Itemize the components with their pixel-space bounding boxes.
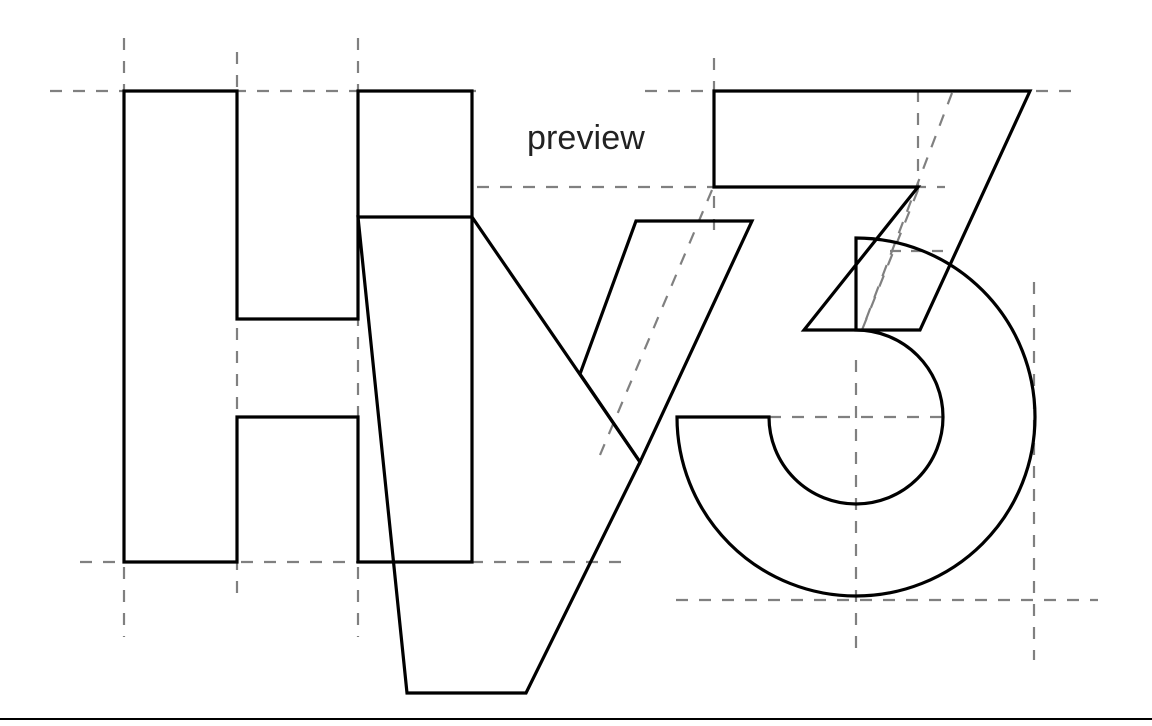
guide-diagonal-y-stroke — [598, 189, 714, 456]
guide-diagonal-three-outer — [860, 92, 954, 331]
glyph-three-upper-stroke — [712, 89, 1033, 332]
bottom-divider — [0, 718, 1152, 720]
preview-label: preview — [527, 119, 645, 157]
guide-diagonal-three-inner — [860, 189, 920, 331]
glyph-layer — [122, 89, 1037, 695]
glyph-y-right-stroke — [578, 219, 755, 466]
glyph-y-left-stroke — [356, 215, 642, 695]
glyph-h-outline — [122, 89, 474, 564]
glyph-three-bowl — [675, 236, 1037, 598]
